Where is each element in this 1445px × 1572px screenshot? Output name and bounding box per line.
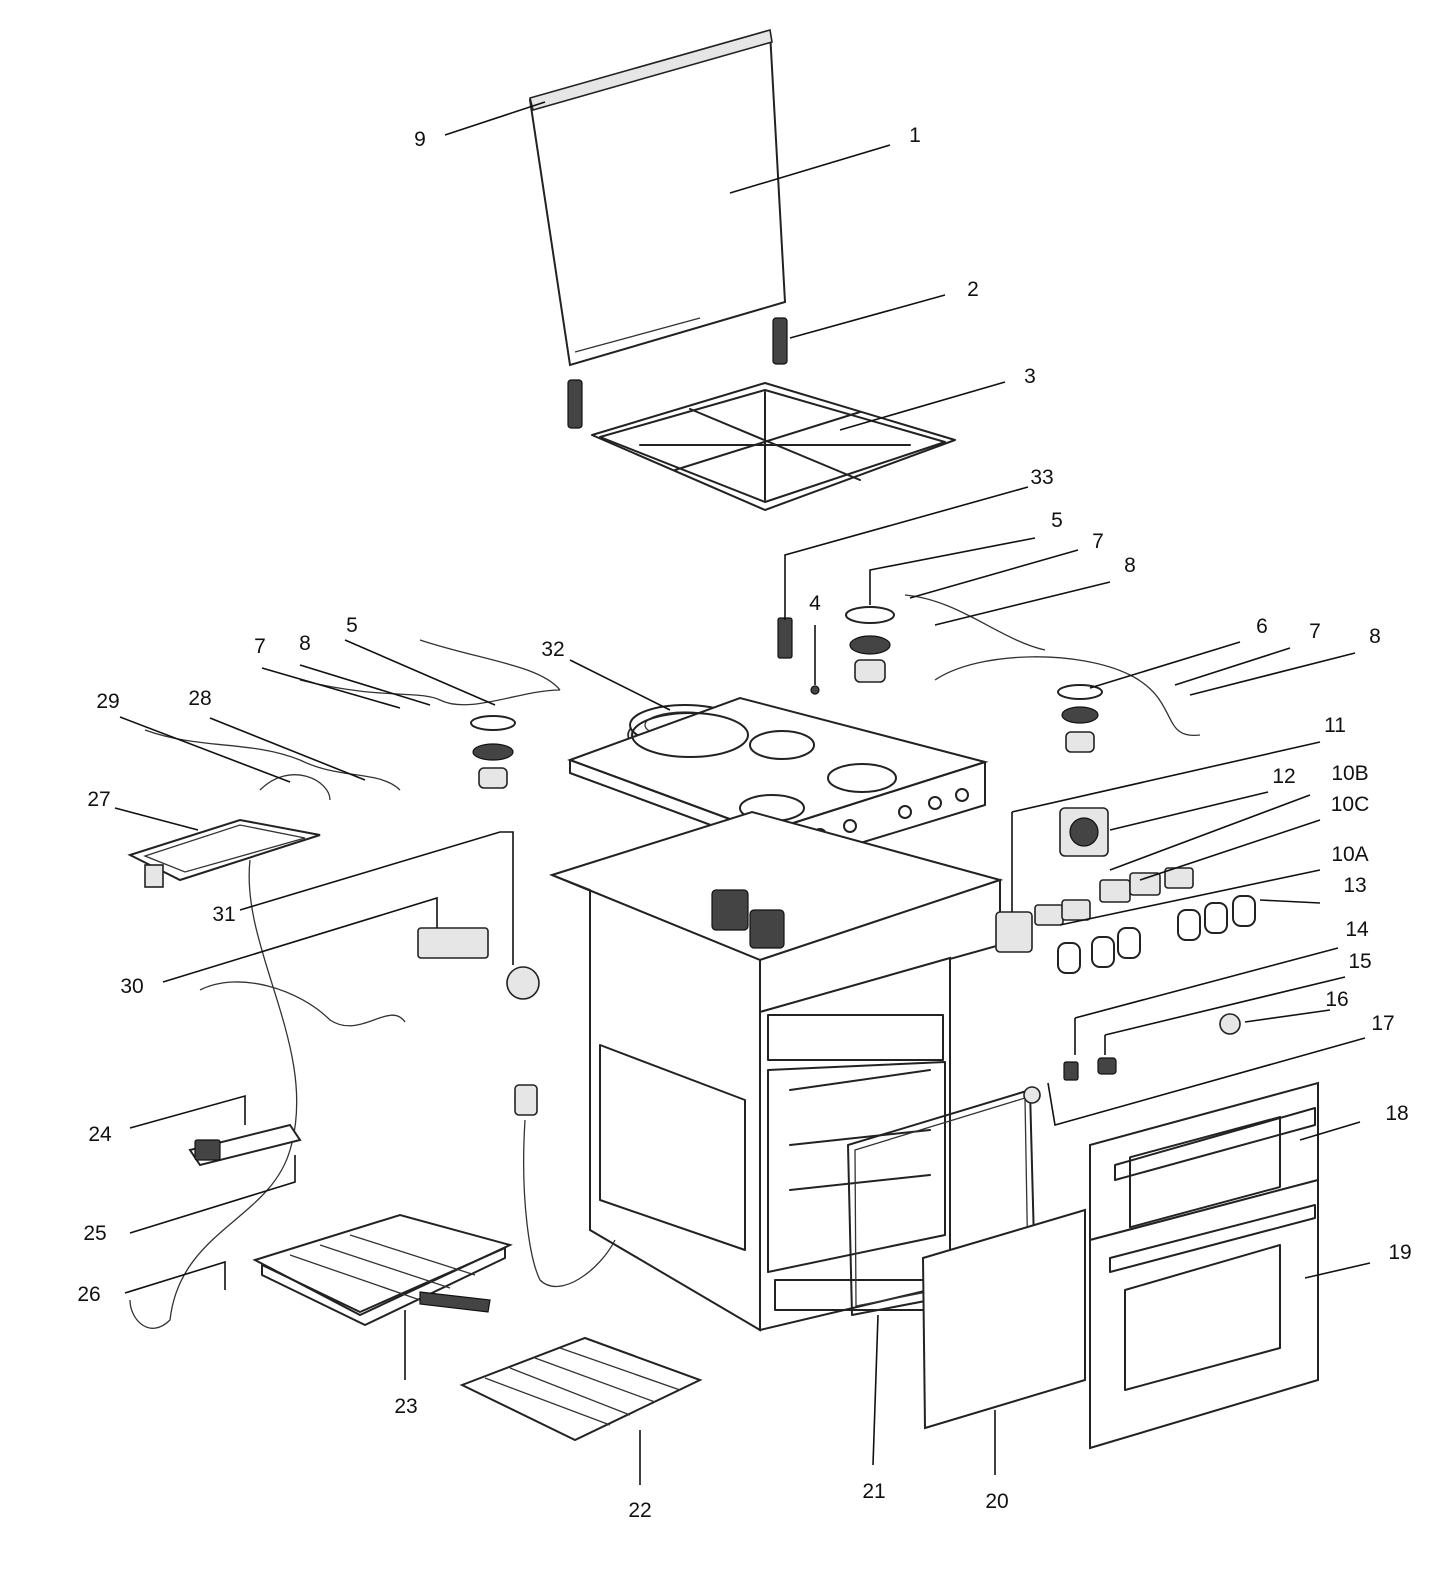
part-burner-right-a xyxy=(845,606,895,683)
part-grill-element xyxy=(188,1123,302,1167)
callout-32: 32 xyxy=(541,638,564,661)
part-hinge xyxy=(777,617,793,659)
part-gas-valves xyxy=(1034,867,1194,926)
part-wiring-loop xyxy=(129,859,406,1329)
callout-10A: 10A xyxy=(1331,843,1368,866)
callout-6: 6 xyxy=(1256,615,1268,638)
callout-7-left: 7 xyxy=(254,635,266,658)
callout-10C: 10C xyxy=(1331,793,1370,816)
callout-7-upper: 7 xyxy=(1092,530,1104,553)
callout-19: 19 xyxy=(1388,1241,1411,1264)
part-grill-burner xyxy=(127,818,321,888)
part-control-knobs xyxy=(1057,895,1256,974)
part-door-hinge xyxy=(1023,1086,1041,1104)
leader-lines xyxy=(114,101,1371,1485)
part-wiring-grill xyxy=(144,729,401,801)
callout-23: 23 xyxy=(394,1395,417,1418)
callout-30: 30 xyxy=(120,975,143,998)
part-oven-shelf xyxy=(459,1336,703,1442)
part-pan-support xyxy=(591,382,956,511)
part-glass-lid xyxy=(528,28,788,429)
part-burner-left xyxy=(470,715,516,789)
callout-5-right: 5 xyxy=(1051,509,1063,532)
callout-25: 25 xyxy=(83,1222,106,1245)
callout-1: 1 xyxy=(909,124,921,147)
callout-5-left: 5 xyxy=(346,614,358,637)
part-plug xyxy=(514,1084,538,1116)
part-grill-tray xyxy=(252,1213,513,1326)
callout-27: 27 xyxy=(87,788,110,811)
callout-3: 3 xyxy=(1024,365,1036,388)
callout-16: 16 xyxy=(1325,988,1348,1011)
callout-10B: 10B xyxy=(1331,762,1368,785)
callout-13: 13 xyxy=(1343,874,1366,897)
callout-14: 14 xyxy=(1345,918,1369,941)
callout-8-left: 8 xyxy=(299,632,311,655)
callout-29: 29 xyxy=(96,690,119,713)
part-bracket xyxy=(417,927,489,959)
part-inner-glass xyxy=(921,1208,1086,1430)
part-power-cord xyxy=(523,1119,616,1287)
callout-26: 26 xyxy=(77,1283,100,1306)
callout-31: 31 xyxy=(212,903,235,926)
callout-7-right: 7 xyxy=(1309,620,1321,643)
part-screw xyxy=(810,685,820,695)
callout-8-right: 8 xyxy=(1369,625,1381,648)
callout-2: 2 xyxy=(967,278,979,301)
callout-12: 12 xyxy=(1272,765,1295,788)
part-burner-right-b xyxy=(1057,684,1103,753)
part-clip-a xyxy=(1063,1061,1079,1081)
part-clip-b xyxy=(1097,1057,1117,1075)
part-wiring-left xyxy=(299,639,561,706)
part-switch xyxy=(1219,1013,1241,1035)
part-wiring-right xyxy=(904,594,1201,736)
part-cooling-fan xyxy=(1059,807,1109,857)
callout-33: 33 xyxy=(1030,466,1053,489)
callout-15: 15 xyxy=(1348,950,1371,973)
callout-22: 22 xyxy=(628,1499,651,1522)
part-lower-door xyxy=(1089,1178,1319,1450)
callout-11: 11 xyxy=(1324,714,1346,737)
callout-9: 9 xyxy=(414,128,426,151)
callout-28: 28 xyxy=(188,687,211,710)
callout-8-upper: 8 xyxy=(1124,554,1136,577)
part-oven-body xyxy=(549,810,1004,1332)
callout-labels: 9 1 2 3 33 5 7 8 4 6 7 8 5 8 7 32 29 28 … xyxy=(77,124,1411,1522)
callout-20: 20 xyxy=(985,1490,1008,1513)
part-control-bracket xyxy=(995,911,1033,953)
callout-24: 24 xyxy=(88,1123,112,1146)
callout-21: 21 xyxy=(862,1480,885,1503)
callout-4: 4 xyxy=(809,592,821,615)
callout-17: 17 xyxy=(1371,1012,1394,1035)
callout-18: 18 xyxy=(1385,1102,1408,1125)
part-light-knob xyxy=(506,966,540,1000)
